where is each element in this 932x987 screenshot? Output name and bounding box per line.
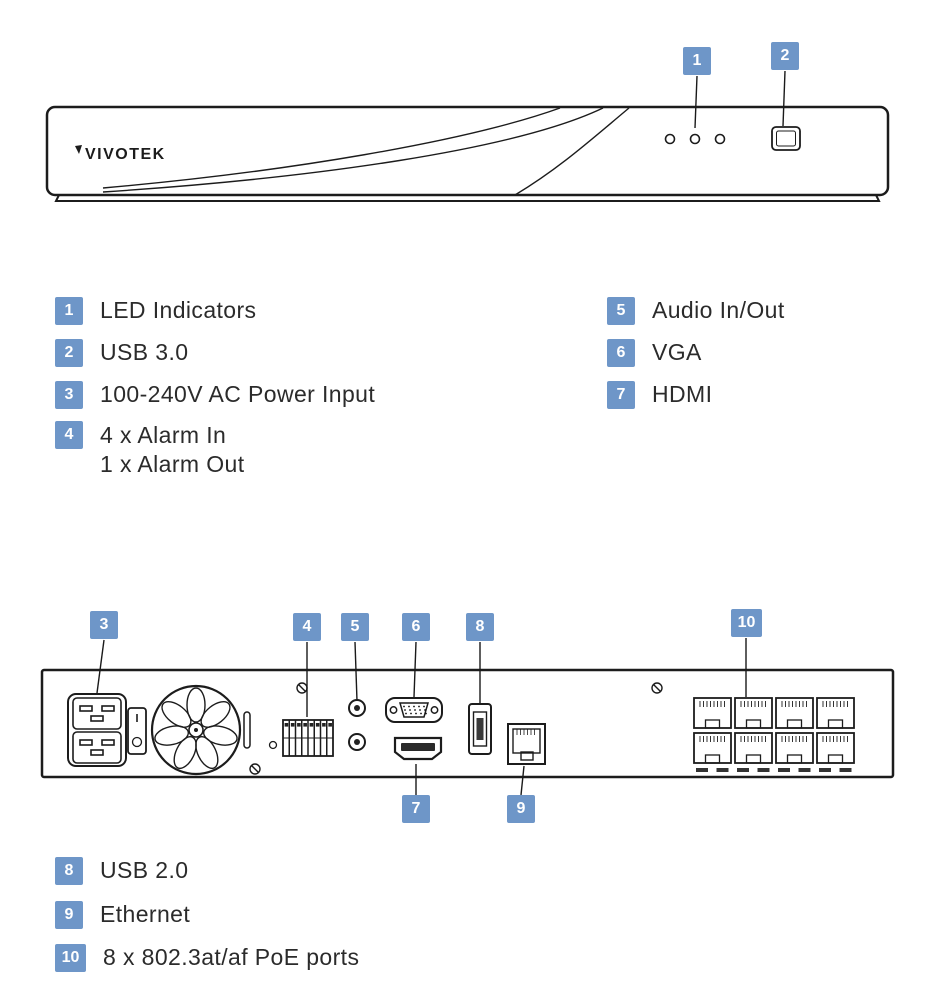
legend-item-ac-power: 3 100-240V AC Power Input (55, 380, 375, 409)
legend-label-4: 4 x Alarm In 1 x Alarm Out (100, 421, 245, 479)
legend-label-5: Audio In/Out (652, 297, 785, 323)
callout-8-badge: 8 (466, 613, 494, 641)
legend-item-ethernet: 9 Ethernet (55, 900, 190, 929)
rear-panel-drawing (40, 668, 895, 779)
legend-item-usb2: 8 USB 2.0 (55, 856, 188, 885)
legend-label-6: VGA (652, 339, 702, 365)
legend-badge-2: 2 (55, 338, 83, 367)
callout-1-badge: 1 (683, 47, 711, 75)
callout-2-badge: 2 (771, 42, 799, 70)
legend-item-alarm: 4 4 x Alarm In 1 x Alarm Out (55, 421, 245, 479)
front-panel-swoosh (102, 107, 630, 196)
alarm-terminal-block (268, 719, 334, 757)
legend-label-2: USB 3.0 (100, 339, 189, 365)
legend-badge-4: 4 (55, 421, 83, 449)
legend-badge-8: 8 (55, 856, 83, 885)
legend-badge-6: 6 (607, 338, 635, 367)
callout-7-badge: 7 (402, 795, 430, 823)
legend-badge-9: 9 (55, 900, 83, 929)
vga-connector (385, 697, 443, 723)
ethernet-port (507, 723, 546, 765)
legend-label-10: 8 x 802.3at/af PoE ports (103, 944, 360, 970)
usb2-port (468, 703, 492, 755)
legend-item-usb3: 2 USB 3.0 (55, 338, 188, 367)
fan-grille (150, 684, 242, 776)
front-panel-body (45, 105, 890, 197)
audio-jacks (348, 699, 366, 751)
legend-item-led-indicators: 1 LED Indicators (55, 296, 256, 325)
legend-item-hdmi: 7 HDMI (607, 380, 712, 409)
vivotek-logo: VIVOTEK (75, 145, 166, 163)
front-led-indicators (664, 133, 726, 145)
rear-panel-body (40, 668, 895, 779)
legend-badge-1: 1 (55, 296, 83, 325)
legend-label-7: HDMI (652, 381, 713, 407)
legend-badge-3: 3 (55, 380, 83, 409)
legend-label-1: LED Indicators (100, 297, 257, 323)
legend-item-vga: 6 VGA (607, 338, 702, 367)
legend-badge-10: 10 (55, 943, 86, 972)
hdmi-connector (393, 736, 443, 761)
legend-label-4-line2: 1 x Alarm Out (100, 451, 245, 477)
led-dot (714, 133, 726, 145)
front-panel-drawing: VIVOTEK (45, 105, 890, 202)
callout-6-badge: 6 (402, 613, 430, 641)
led-dot (689, 133, 701, 145)
legend-label-9: Ethernet (100, 901, 191, 927)
callout-9-badge: 9 (507, 795, 535, 823)
callout-3-badge: 3 (90, 611, 118, 639)
front-usb-port (771, 126, 801, 151)
vent-slot (243, 711, 251, 749)
ac-power-inlet (67, 693, 127, 767)
screws (249, 682, 663, 775)
legend-badge-7: 7 (607, 380, 635, 409)
poe-port-block (693, 697, 855, 772)
vivotek-logo-mark (75, 145, 82, 154)
vivotek-logo-text: VIVOTEK (85, 146, 166, 163)
legend-item-poe: 10 8 x 802.3at/af PoE ports (55, 943, 359, 972)
poe-led-row (696, 768, 852, 772)
legend-label-3: 100-240V AC Power Input (100, 381, 376, 407)
callout-5-badge: 5 (341, 613, 369, 641)
legend-badge-5: 5 (607, 296, 635, 325)
front-panel-base (54, 194, 881, 202)
legend-item-audio: 5 Audio In/Out (607, 296, 785, 325)
legend-label-4-line1: 4 x Alarm In (100, 422, 227, 448)
power-switch (127, 707, 147, 755)
led-dot (664, 133, 676, 145)
callout-4-badge: 4 (293, 613, 321, 641)
callout-10-badge: 10 (731, 609, 762, 637)
legend-label-8: USB 2.0 (100, 857, 189, 883)
